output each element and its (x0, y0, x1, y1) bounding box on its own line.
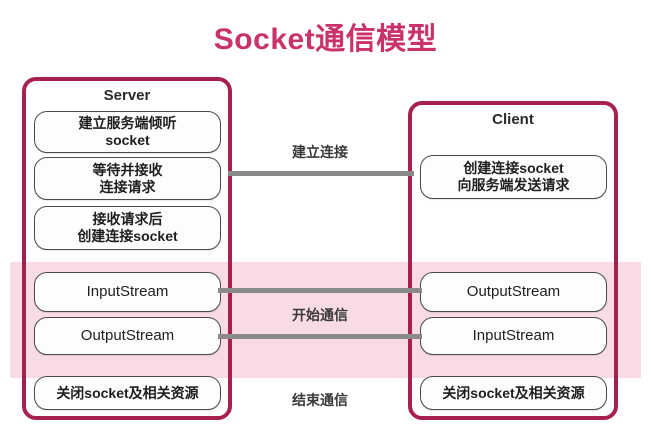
server-step-outputstream: OutputStream (34, 317, 221, 355)
server-step-listen-socket-line2: socket (105, 132, 150, 148)
client-step-create-socket-send-request: 创建连接socket 向服务端发送请求 (420, 155, 607, 199)
client-container: Client (408, 101, 618, 420)
client-step-close-socket-label: 关闭socket及相关资源 (442, 384, 585, 401)
client-step-create-socket-line2: 向服务端发送请求 (457, 177, 570, 193)
server-step-create-connection-socket-line2: 创建连接socket (77, 228, 178, 244)
connector-server-output-client-input (218, 334, 422, 339)
client-step-inputstream-label: InputStream (472, 327, 555, 345)
server-step-create-connection-socket: 接收请求后 创建连接socket (34, 206, 221, 250)
server-step-wait-accept-line1: 等待并接收 (92, 161, 163, 178)
client-title: Client (492, 111, 534, 128)
connector-establish-connection (228, 171, 414, 176)
connector-server-input-client-output (218, 288, 422, 293)
close-phase-band (10, 370, 641, 378)
server-step-listen-socket-line1: 建立服务端倾听 (78, 115, 177, 132)
diagram-title: Socket通信模型 (213, 23, 438, 56)
server-step-create-connection-socket-line1: 接收请求后 (92, 211, 163, 228)
client-step-inputstream: InputStream (420, 317, 607, 355)
client-step-outputstream: OutputStream (420, 272, 607, 312)
client-step-close-socket: 关闭socket及相关资源 (420, 376, 607, 410)
phase-label-start-communication: 开始通信 (292, 307, 348, 323)
server-step-close-socket-label: 关闭socket及相关资源 (56, 384, 199, 401)
server-step-outputstream-label: OutputStream (80, 327, 175, 345)
client-step-create-socket-line1: 创建连接socket (463, 160, 564, 177)
server-step-close-socket: 关闭socket及相关资源 (34, 376, 221, 410)
server-step-inputstream: InputStream (34, 272, 221, 312)
server-title: Server (103, 87, 151, 104)
phase-label-establish-connection: 建立连接 (292, 144, 348, 160)
server-container: Server (22, 77, 232, 420)
server-step-inputstream-label: InputStream (86, 283, 169, 301)
phase-label-end-communication: 结束通信 (292, 392, 348, 408)
server-step-listen-socket: 建立服务端倾听 socket (34, 111, 221, 153)
server-step-wait-accept: 等待并接收 连接请求 (34, 157, 221, 200)
server-step-wait-accept-line2: 连接请求 (99, 178, 156, 195)
client-step-outputstream-label: OutputStream (466, 283, 561, 301)
